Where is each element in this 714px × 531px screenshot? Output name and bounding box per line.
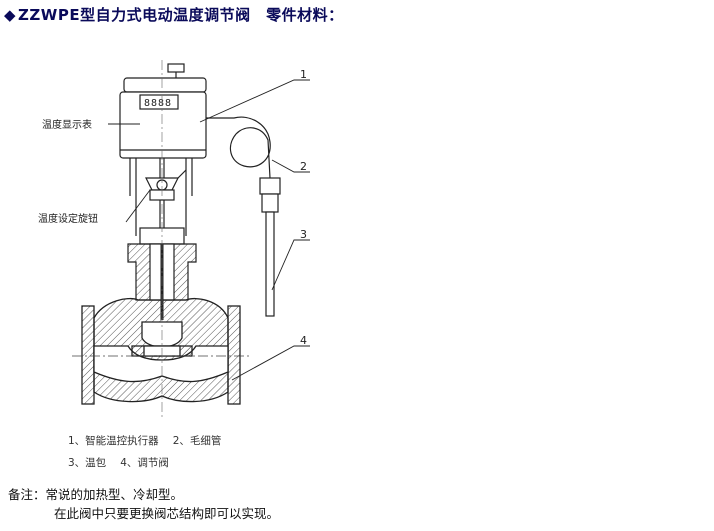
actuator: [119, 63, 207, 159]
lcd-readout: 8888: [144, 98, 172, 109]
callout-3: 3: [300, 228, 307, 241]
legend-item-2: 2、毛细管: [172, 435, 222, 447]
note-line-1: 备注：常说的加热型、冷却型。: [8, 487, 184, 502]
callout-1: 1: [300, 68, 307, 81]
legend-row-1: 1、智能温控执行器 2、毛细管: [68, 433, 221, 448]
note-line-2: 在此阀中只要更换阀芯结构即可以实现。: [54, 506, 280, 521]
title-text: ZZWPE型自力式电动温度调节阀 零件材料：: [18, 6, 344, 24]
display-label: 温度显示表: [42, 118, 92, 131]
callout-2: 2: [300, 160, 307, 173]
legend-item-4: 4、调节阀: [120, 457, 169, 469]
callout-4: 4: [300, 334, 307, 347]
diamond-bullet-icon: ◆: [4, 6, 17, 24]
valve-body: [81, 297, 241, 405]
page-title: ◆ZZWPE型自力式电动温度调节阀 零件材料：: [4, 4, 344, 25]
leader-lines: [108, 79, 310, 381]
legend-row-2: 3、温包 4、调节阀: [68, 455, 169, 470]
knob-label: 温度设定旋钮: [38, 212, 98, 225]
temperature-bulb: [259, 177, 281, 317]
legend-item-1: 1、智能温控执行器: [68, 435, 159, 447]
legend-item-3: 3、温包: [68, 457, 107, 469]
capillary-tube: [206, 116, 271, 179]
